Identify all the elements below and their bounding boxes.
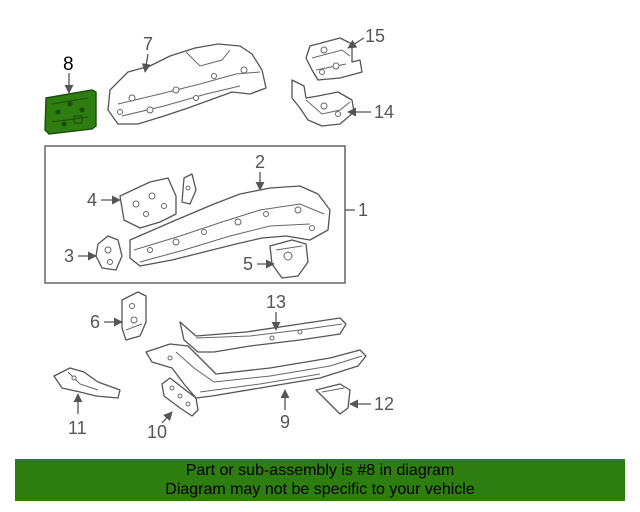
callout-13: 13 bbox=[266, 292, 286, 331]
part-13-rocker-inner bbox=[179, 317, 347, 353]
callout-15: 15 bbox=[347, 26, 385, 49]
callout-9: 9 bbox=[280, 389, 290, 432]
callout-6: 6 bbox=[90, 312, 123, 332]
callout-15-leader bbox=[347, 37, 365, 49]
callout-5: 5 bbox=[243, 254, 275, 274]
part-7-upper-rail bbox=[107, 43, 267, 125]
callout-12-label: 12 bbox=[374, 394, 394, 414]
part-info-banner: Part or sub-assembly is #8 in diagram Di… bbox=[15, 459, 625, 501]
callout-7-label: 7 bbox=[143, 34, 153, 54]
callout-10-leader bbox=[161, 411, 173, 424]
banner-line-2: Diagram may not be specific to your vehi… bbox=[165, 481, 475, 498]
callout-4-label: 4 bbox=[87, 190, 97, 210]
callout-14-label: 14 bbox=[374, 102, 394, 122]
callout-12: 12 bbox=[349, 394, 394, 414]
callout-3-label: 3 bbox=[64, 246, 74, 266]
callout-14: 14 bbox=[347, 102, 394, 122]
part-11-bracket bbox=[53, 367, 121, 399]
callout-5-label: 5 bbox=[243, 254, 253, 274]
callout-10: 10 bbox=[147, 411, 173, 442]
callout-3: 3 bbox=[64, 246, 97, 266]
part-6-pillar-bracket bbox=[121, 291, 147, 341]
callout-10-label: 10 bbox=[147, 422, 167, 442]
part-12-bracket bbox=[315, 383, 351, 415]
callout-8: 8 bbox=[63, 54, 74, 94]
callout-13-label: 13 bbox=[266, 292, 286, 312]
callout-6-label: 6 bbox=[90, 312, 100, 332]
callout-4: 4 bbox=[87, 190, 121, 210]
callout-9-label: 9 bbox=[280, 412, 290, 432]
callout-8-label: 8 bbox=[63, 54, 74, 75]
part-10-brace bbox=[161, 377, 199, 417]
callout-2-label: 2 bbox=[255, 152, 265, 172]
part-14-bracket bbox=[291, 79, 355, 127]
callout-1: 1 bbox=[345, 200, 368, 220]
callout-7-leader bbox=[141, 53, 151, 73]
assembly-1-group-box bbox=[44, 145, 346, 284]
banner-line-1: Part or sub-assembly is #8 in diagram bbox=[185, 462, 455, 479]
part-8-bracket[interactable] bbox=[44, 89, 97, 135]
callout-11: 11 bbox=[68, 393, 87, 438]
callout-2: 2 bbox=[255, 152, 265, 191]
callout-7: 7 bbox=[141, 34, 153, 73]
part-3-bracket bbox=[95, 235, 123, 271]
part-5-bracket bbox=[269, 239, 309, 279]
part-2-side-member bbox=[129, 185, 331, 267]
callout-1-label: 1 bbox=[358, 200, 368, 220]
callout-15-label: 15 bbox=[365, 26, 385, 46]
callout-11-label: 11 bbox=[68, 418, 87, 438]
part-9-rocker-outer bbox=[145, 343, 367, 399]
part-4-reinforcement bbox=[119, 173, 197, 229]
